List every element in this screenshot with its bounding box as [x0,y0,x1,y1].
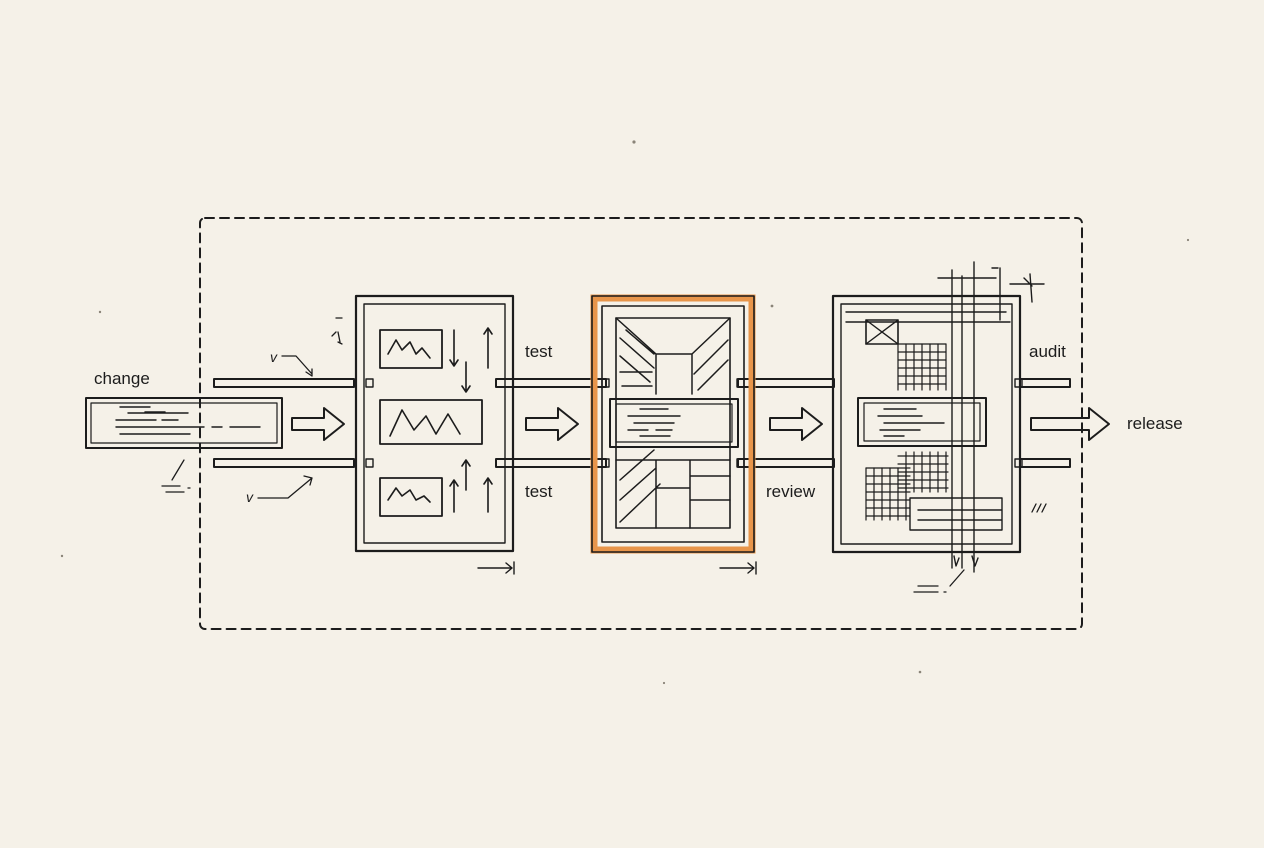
review-label: review [766,482,816,501]
release-arrow [1030,407,1110,441]
test-bottom-label: test [525,482,553,501]
review-stage [590,294,756,554]
release-label: release [1127,414,1183,433]
sketch-annotations: v v [161,317,1047,593]
test-stage [354,294,515,553]
flow-arrow-3 [769,407,823,441]
audit-stage [831,261,1045,573]
test-top-label: test [525,342,553,361]
rails [213,378,1071,468]
svg-text:v: v [246,489,254,505]
svg-text:v: v [270,349,278,365]
audit-label: audit [1029,342,1066,361]
paper-specks [60,140,1190,685]
flow-arrow-1 [291,407,345,441]
flow-arrow-2 [525,407,579,441]
change-document [85,397,283,449]
change-label: change [94,369,150,388]
pipeline-boundary [199,217,1083,630]
